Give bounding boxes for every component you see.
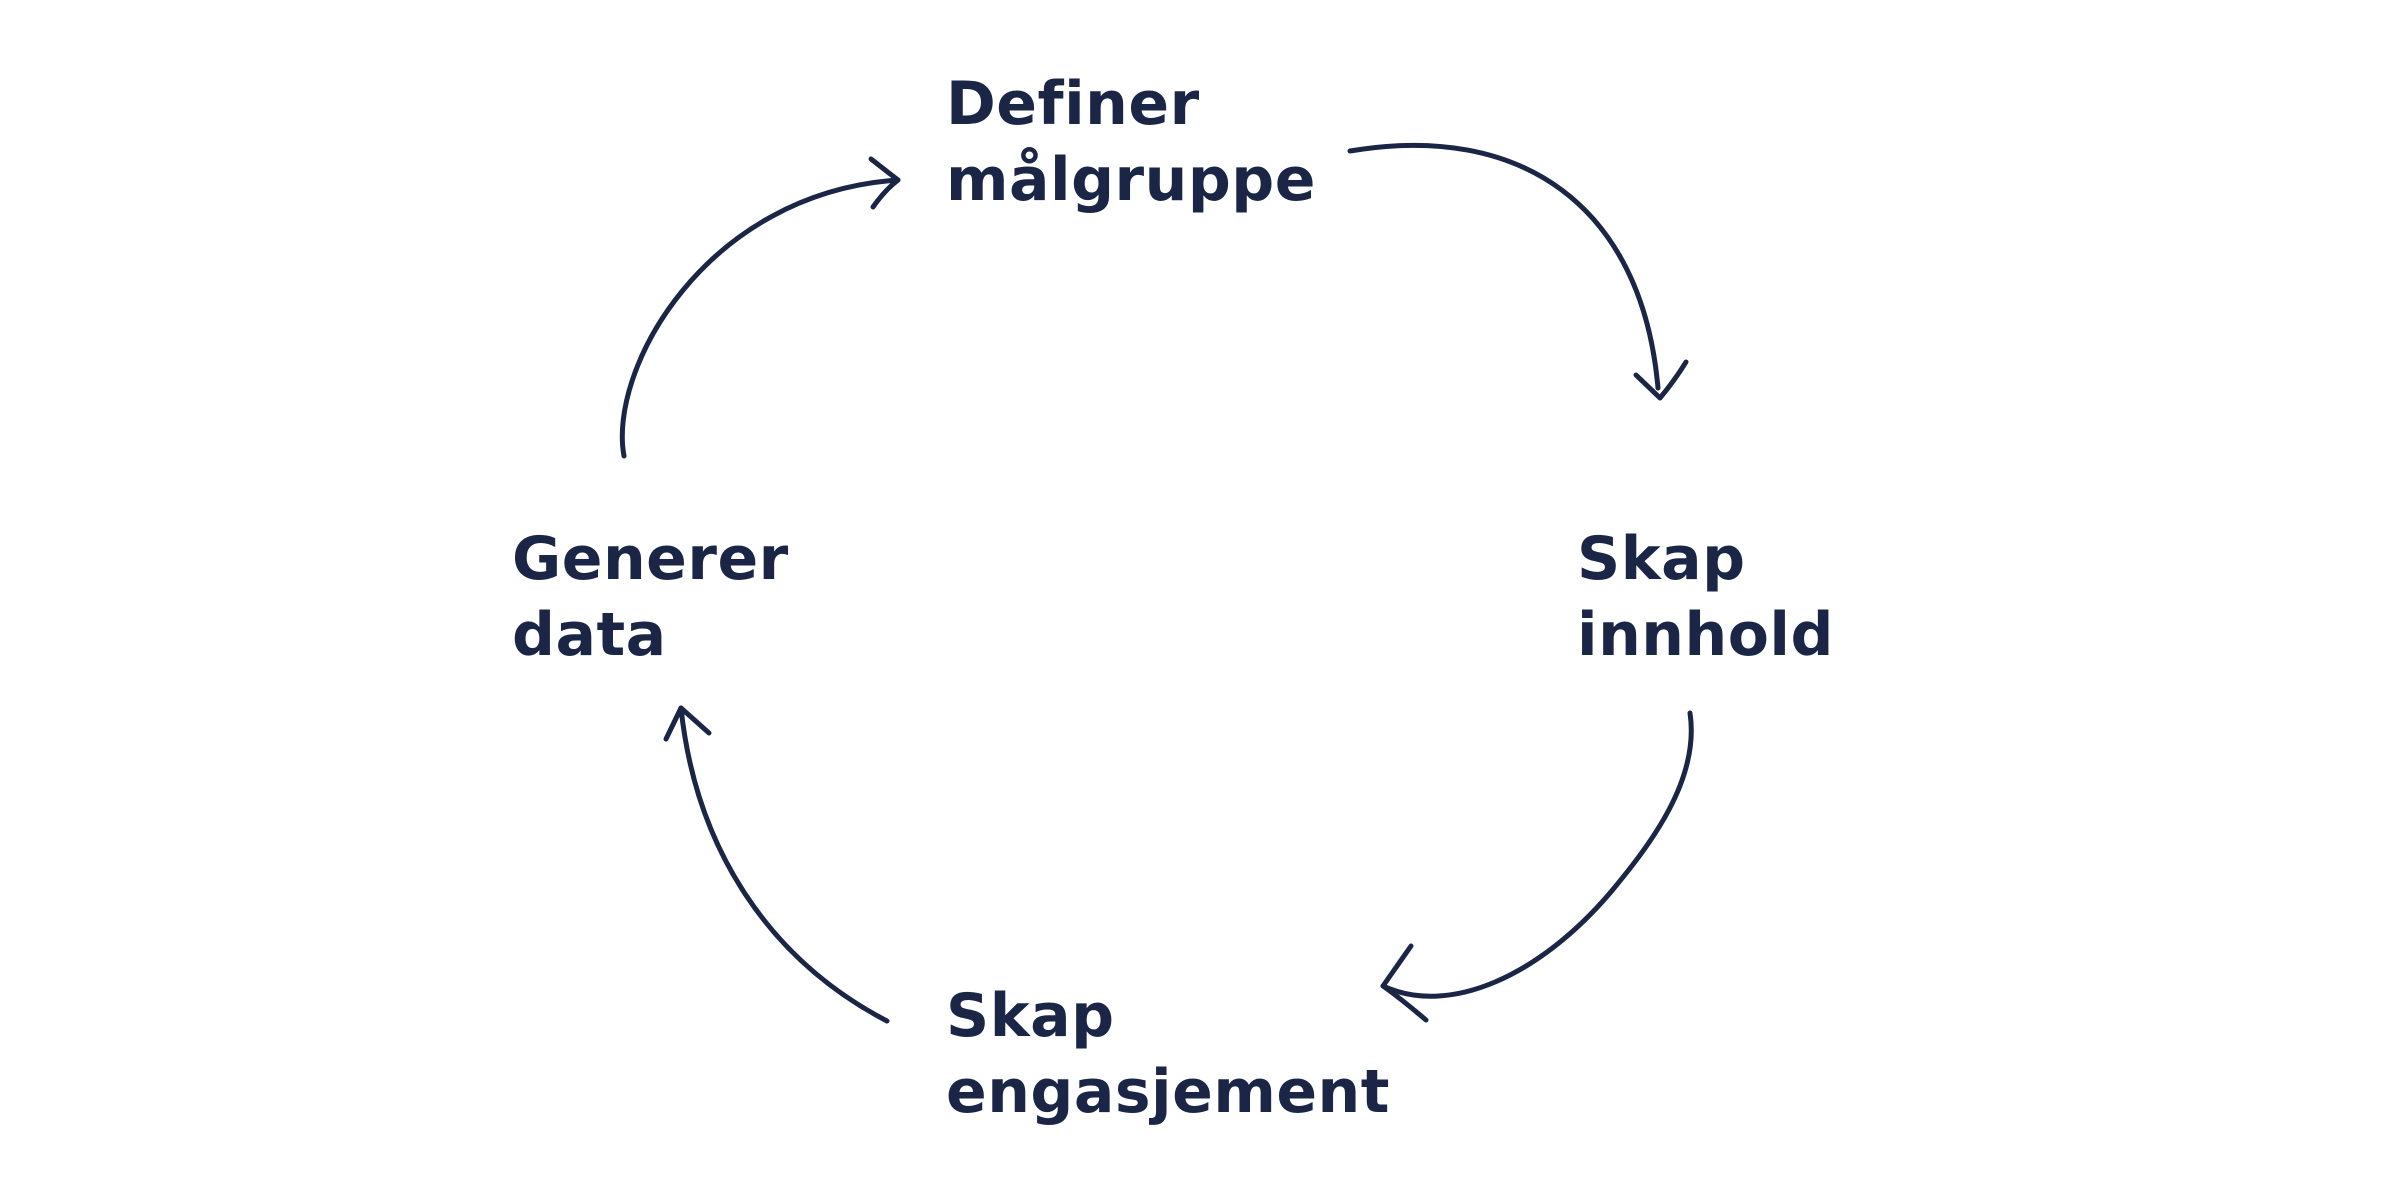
arrow-head-icon <box>868 156 901 210</box>
step-create-content: Skap innhold <box>1577 521 1834 673</box>
arrow-head-icon <box>1380 943 1429 1023</box>
step-generate-data: Generer data <box>512 521 789 673</box>
step-label-line1: Skap <box>1577 524 1746 594</box>
step-label-line1: Skap <box>946 981 1115 1051</box>
arrow-define-to-content <box>1347 142 1689 401</box>
arrow-curve <box>678 705 890 1024</box>
step-label-line1: Generer <box>512 524 789 594</box>
arrow-data-to-define <box>619 156 901 459</box>
arrow-engage-to-data <box>663 705 890 1024</box>
step-label-line1: Definer <box>946 69 1200 139</box>
arrow-head-icon <box>1633 359 1689 401</box>
step-label-line2: engasjement <box>946 1057 1390 1127</box>
arrow-curve <box>1380 710 1694 999</box>
step-label-line2: målgruppe <box>946 145 1316 215</box>
arrow-curve <box>619 177 901 459</box>
step-create-engagement: Skap engasjement <box>946 978 1390 1130</box>
step-label-line2: innhold <box>1577 600 1834 670</box>
arrow-curve <box>1347 142 1661 391</box>
arrow-head-icon <box>663 705 712 742</box>
step-define-audience: Definer målgruppe <box>946 66 1316 218</box>
arrow-content-to-engage <box>1380 710 1694 1023</box>
step-label-line2: data <box>512 600 667 670</box>
